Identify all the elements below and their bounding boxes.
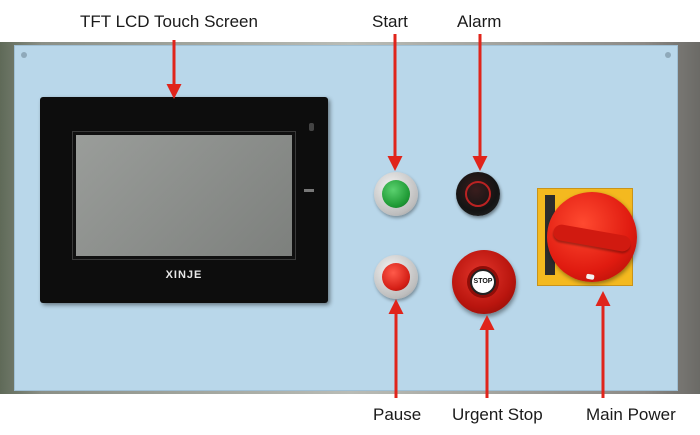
urgent-stop-center: STOP: [467, 266, 499, 298]
label-main-power: Main Power: [586, 405, 676, 424]
start-button[interactable]: [374, 172, 418, 216]
hmi-display-bezel: [72, 131, 296, 260]
screw: [665, 52, 671, 58]
screw: [21, 52, 27, 58]
pause-button-cap: [382, 263, 410, 291]
hmi-display-area[interactable]: [76, 135, 292, 256]
label-alarm: Alarm: [457, 12, 502, 31]
hmi-indicator-led: [309, 123, 314, 131]
hmi-brand-logo: XINJE: [165, 269, 203, 281]
label-pause: Pause: [373, 405, 422, 424]
label-start: Start: [372, 12, 408, 31]
start-button-cap: [382, 180, 410, 208]
label-urgent-stop: Urgent Stop: [452, 405, 543, 424]
hmi-status-tag: [304, 189, 314, 192]
stop-badge: STOP: [470, 269, 496, 295]
alarm-icon: [465, 181, 491, 207]
main-power-switch[interactable]: [547, 192, 637, 282]
pause-button[interactable]: [374, 255, 418, 299]
label-screen: TFT LCD Touch Screen: [80, 12, 258, 31]
urgent-stop-button[interactable]: STOP: [452, 250, 516, 314]
hmi-touch-screen[interactable]: XINJE: [40, 97, 328, 303]
alarm-buzzer: [456, 172, 500, 216]
